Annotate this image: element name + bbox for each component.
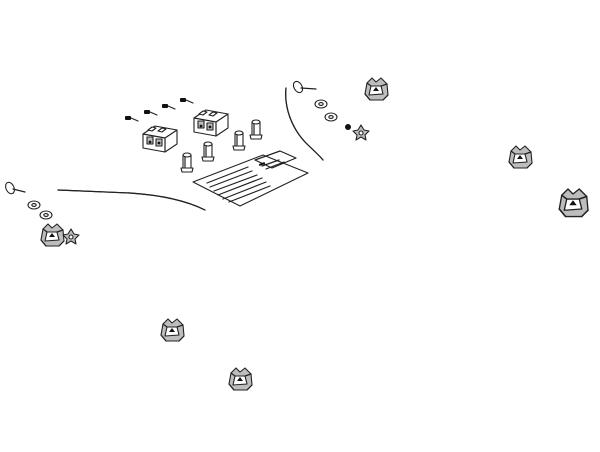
cable-clip-right-2 [558, 188, 589, 218]
washer-upper-2 [324, 112, 338, 122]
tube-right [285, 87, 324, 161]
ferrule-2 [232, 130, 246, 151]
cable-clip-top [364, 77, 389, 101]
washer-upper-1 [314, 99, 328, 109]
star-knob-upper [352, 124, 370, 141]
ferrule-4 [180, 152, 194, 173]
cable-clip-left [40, 223, 65, 247]
star-knob-left [62, 228, 80, 245]
screw-3 [161, 103, 176, 110]
cable-clip-right-1 [508, 145, 533, 169]
ferrule-3 [201, 141, 215, 162]
bolt-upper [292, 80, 317, 94]
cable-clip-bottom-2 [228, 367, 253, 391]
cable-clip-bottom-1 [160, 318, 185, 342]
screw-1 [124, 115, 139, 122]
nut-upper [345, 124, 351, 130]
bolt-left [5, 181, 26, 195]
screw-4 [179, 97, 194, 104]
instruction-sheet [192, 150, 309, 207]
terminal-block-right [193, 109, 229, 137]
ferrule-1 [249, 119, 263, 140]
terminal-block-left [142, 125, 178, 153]
washer-left-2 [39, 210, 53, 220]
washer-left-1 [27, 200, 41, 210]
screw-2 [143, 109, 158, 116]
